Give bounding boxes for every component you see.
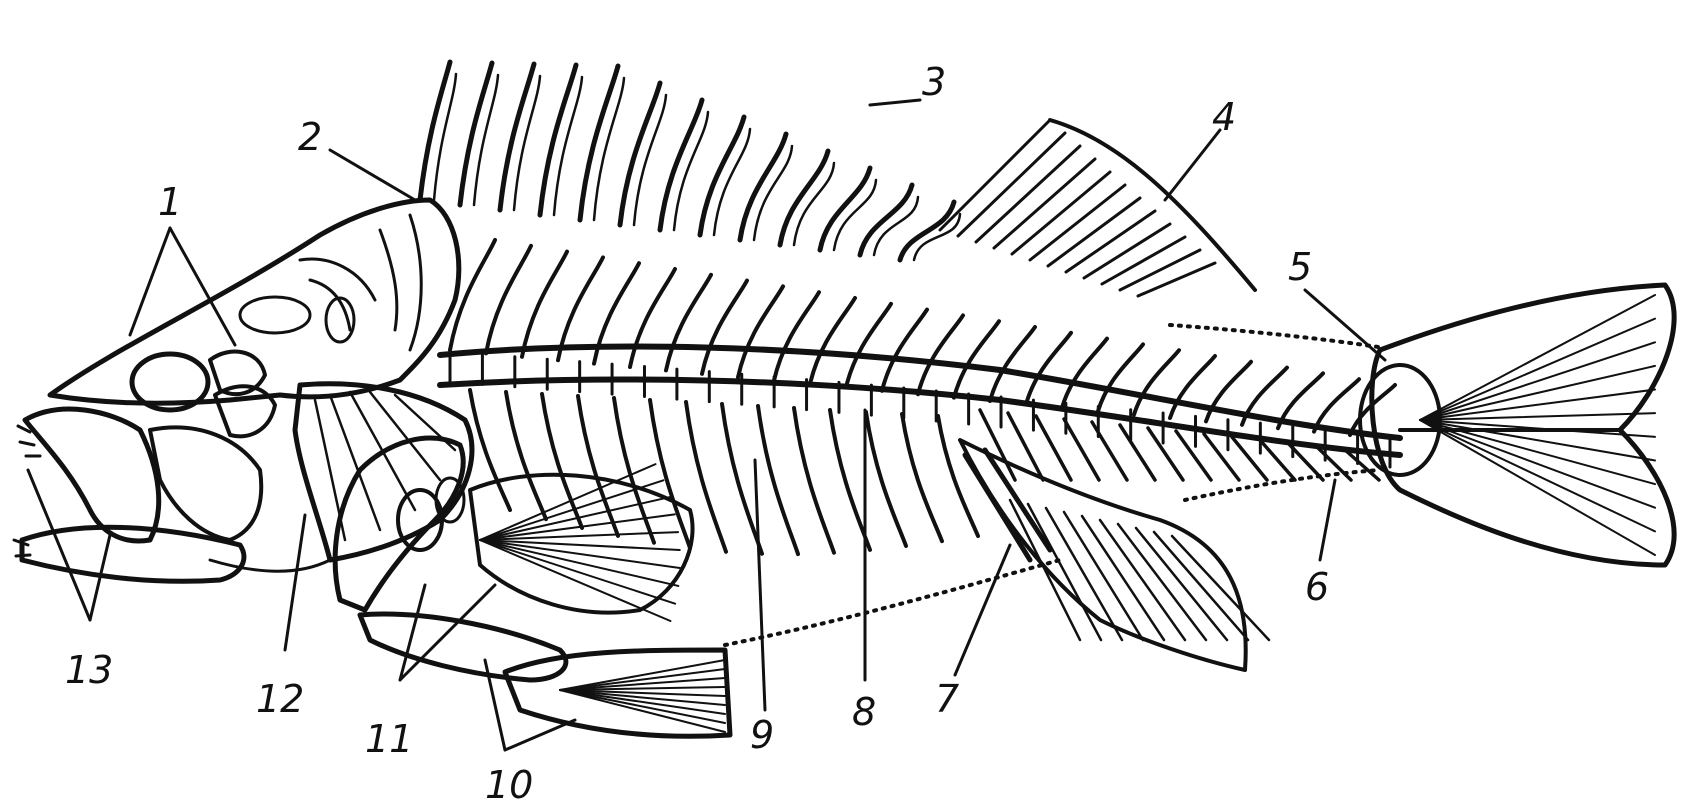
soft-dorsal-ray	[958, 133, 1065, 236]
dorsal-spine-edge	[474, 75, 498, 205]
soft-dorsal-ray	[1012, 172, 1110, 254]
caudal-ray	[1420, 342, 1655, 420]
soft-dorsal-ray	[1120, 250, 1200, 290]
dorsal-spine-edge	[434, 74, 456, 200]
dorsal-spine	[660, 100, 702, 230]
rib	[650, 400, 690, 548]
label-10: 10	[485, 763, 533, 806]
neural-spine	[954, 321, 999, 397]
dorsal-spine-edge	[514, 76, 540, 210]
label-9: 9	[750, 713, 774, 757]
dorsal-spine	[700, 117, 744, 235]
neural-spine	[630, 269, 675, 367]
rib	[506, 392, 546, 519]
neural-spines	[450, 240, 1395, 435]
neural-spine	[846, 304, 891, 388]
pelvic-fin	[360, 614, 730, 736]
anal-ray	[1046, 508, 1122, 640]
dorsal-spine	[540, 65, 576, 215]
pectoral-fin	[470, 464, 693, 621]
rib	[938, 416, 978, 536]
neural-spine	[990, 327, 1035, 401]
neural-spine	[918, 315, 963, 394]
dorsal-spine	[740, 134, 786, 240]
label-1: 1	[158, 180, 182, 224]
label-3: 3	[922, 60, 946, 104]
dorsal-spine	[900, 202, 954, 260]
label-4: 4	[1212, 95, 1236, 139]
soft-dorsal-ray	[1030, 185, 1125, 260]
label-13: 13	[65, 648, 113, 692]
vertebral-column	[440, 347, 1400, 467]
neural-spine	[486, 246, 531, 354]
label-8: 8	[852, 690, 876, 734]
gill-cover	[295, 384, 472, 560]
neural-spine	[774, 292, 819, 380]
label-11: 11	[365, 717, 413, 761]
soft-dorsal-ray	[1138, 263, 1215, 296]
caudal-ray	[1420, 295, 1655, 420]
soft-dorsal-ray	[976, 146, 1080, 242]
label-7: 7	[935, 677, 959, 721]
rib	[758, 406, 798, 554]
caudal-ray	[1420, 413, 1655, 420]
neural-spine	[1314, 379, 1359, 431]
spiny-dorsal-fin	[420, 62, 960, 260]
label-12: 12	[256, 677, 304, 721]
neural-spine	[702, 281, 747, 374]
rib	[542, 394, 582, 528]
anal-ray	[1172, 536, 1269, 640]
label-6: 6	[1305, 565, 1329, 609]
dorsal-spine	[580, 66, 618, 220]
rib	[794, 408, 834, 553]
neural-spine	[666, 275, 711, 371]
dorsal-spine	[620, 83, 660, 225]
neural-spine	[738, 286, 783, 377]
neural-spine	[1134, 350, 1179, 414]
label-2: 2	[298, 115, 322, 159]
rib	[578, 396, 618, 536]
rib	[866, 412, 906, 546]
rib	[902, 414, 942, 541]
anal-ray	[1082, 516, 1164, 640]
anal-ray	[1028, 504, 1101, 640]
neural-spine	[810, 298, 855, 384]
soft-dorsal-ray	[994, 159, 1095, 248]
skull	[50, 200, 459, 410]
pectoral-ray	[480, 540, 675, 604]
caudal-fin	[1360, 285, 1674, 565]
rib	[470, 390, 510, 510]
neural-spine	[522, 252, 567, 357]
neural-spine	[1098, 344, 1143, 411]
pelvic-ray	[560, 660, 725, 690]
neural-spine	[1062, 339, 1107, 408]
caudal-ray	[1420, 366, 1655, 420]
neural-spine	[882, 310, 927, 391]
label-5: 5	[1288, 245, 1312, 289]
ribs	[470, 390, 978, 554]
neural-spine	[1026, 333, 1071, 405]
